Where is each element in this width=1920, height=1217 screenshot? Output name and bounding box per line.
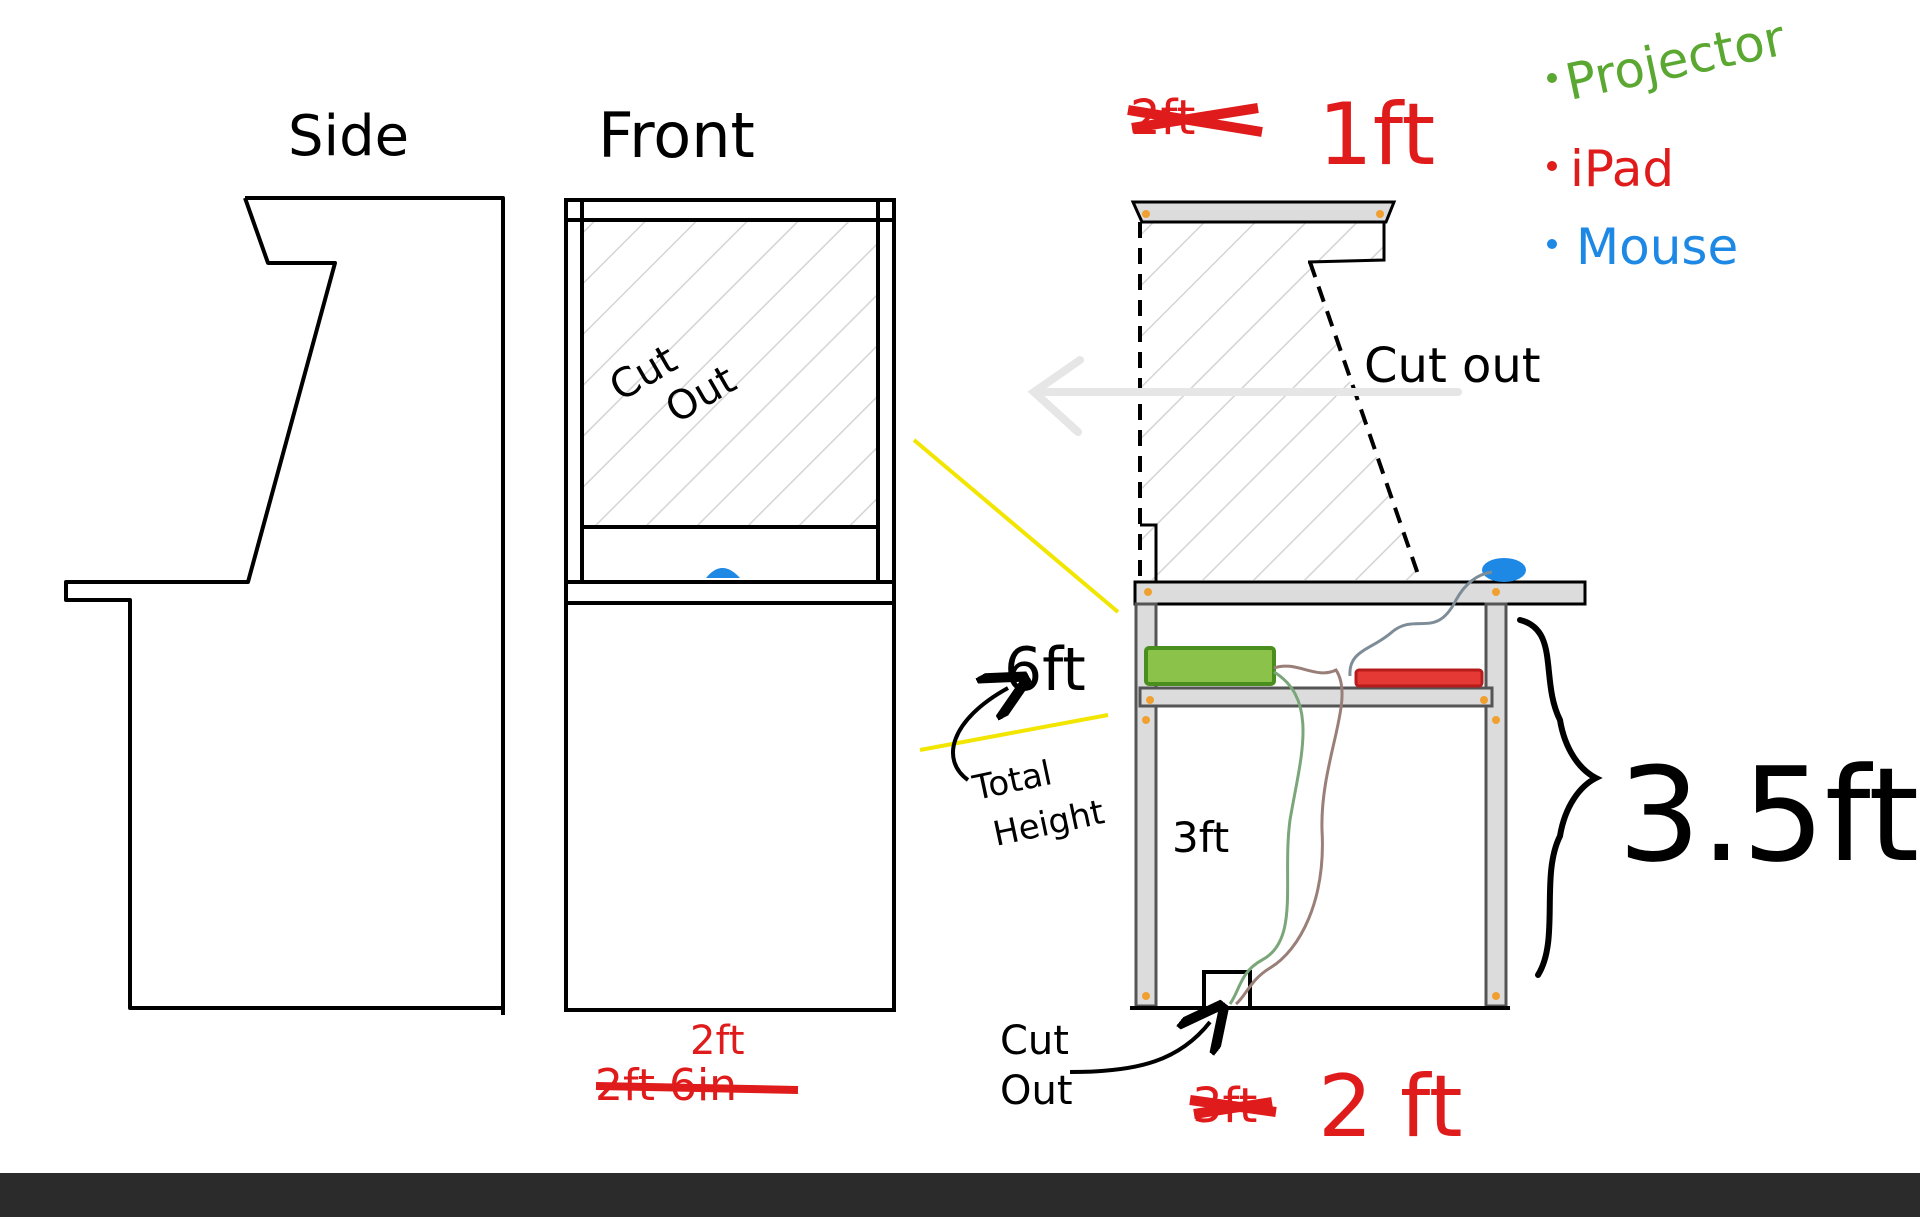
ipad-device (1354, 668, 1484, 688)
label-total-height-1: Total (969, 753, 1056, 809)
shelf (1138, 686, 1494, 708)
label-total-height-value: 6ft (1004, 635, 1086, 705)
total-height-arrow (951, 688, 1008, 782)
label-base-height: 3.5ft (1618, 739, 1919, 891)
front-cutout-hatch (582, 220, 878, 525)
cutout-arrow (1027, 356, 1462, 436)
strike-top (1127, 103, 1263, 137)
side-view (64, 196, 505, 1015)
height-brace (1517, 617, 1603, 978)
legend-dot-projector (1547, 73, 1557, 83)
detail-view (1027, 200, 1587, 1010)
label-front-width: 2ft (690, 1018, 745, 1064)
cable-green (1228, 670, 1305, 1005)
highlight-line-upper (912, 438, 1120, 614)
front-view (564, 198, 896, 1012)
legend-projector: Projector (1560, 9, 1790, 112)
mouse-device (1482, 558, 1526, 582)
legend-mouse: Mouse (1576, 218, 1738, 276)
cable-brown (1234, 664, 1344, 1006)
projector-device (1144, 646, 1276, 686)
label-cutout-bottom-1: Cut (1000, 1018, 1069, 1064)
side-view-outline (64, 196, 505, 1015)
right-leg (1484, 602, 1508, 1008)
screws (1142, 210, 1500, 1000)
label-cutout-bottom-2: Out (1000, 1068, 1073, 1114)
front-mouse (706, 568, 740, 578)
label-bottom-width: 2 ft (1318, 1057, 1463, 1157)
legend-ipad: iPad (1570, 140, 1674, 198)
detail-cutout-hatch (1142, 220, 1420, 580)
front-lower-outer (564, 580, 896, 1012)
legend-dot-ipad (1547, 161, 1557, 171)
strike-bottom (1189, 1095, 1277, 1119)
label-side: Side (288, 104, 409, 169)
legend: Projector iPad Mouse (1547, 9, 1790, 276)
cutout-dashed-slope (1308, 261, 1422, 581)
bottom-cutout-box (1202, 970, 1252, 1008)
counter-top (1133, 580, 1587, 606)
label-cutout-right: Cut out (1364, 338, 1541, 394)
highlight-line-lower (919, 713, 1109, 752)
top-board (1130, 200, 1397, 224)
strike-front (595, 1082, 799, 1094)
cable-grey (1348, 570, 1493, 677)
label-top-width: 1ft (1318, 85, 1435, 185)
bottom-bar (0, 1173, 1920, 1217)
label-lower-height: 3ft (1172, 813, 1229, 862)
arcade-cabinet-sketch: Side Front Cut Out Cut out 2ft 1ft 2ft 6… (64, 9, 1919, 1157)
bottom-cutout-arrow (1069, 1022, 1210, 1074)
legend-dot-mouse (1547, 239, 1557, 249)
label-front: Front (598, 99, 755, 172)
